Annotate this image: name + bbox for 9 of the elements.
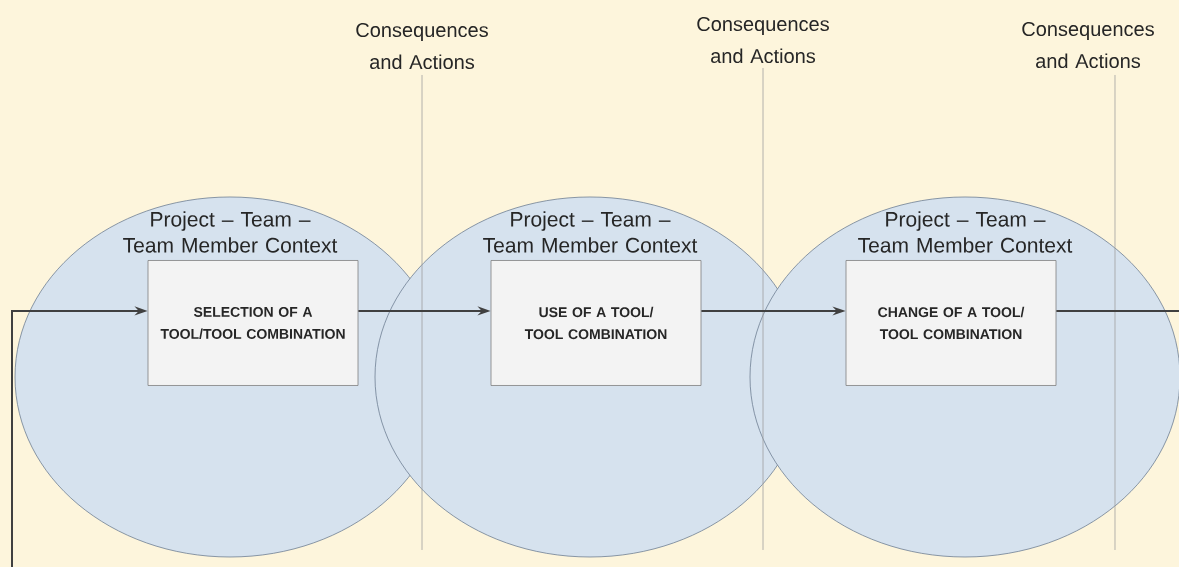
process-box: CHANGE OF A TOOL/ TOOL COMBINATION [845,260,1057,386]
node-label: Project – Team – Team Member Context [858,211,1073,253]
section-label: Consequences and Actions [356,22,488,70]
section-label: Consequences and Actions [1022,21,1154,69]
process-box: SELECTION OF A TOOL/TOOL COMBINATION [147,260,359,386]
process-box: USE OF A TOOL/ TOOL COMBINATION [490,260,702,386]
section-label: Consequences and Actions [697,16,829,64]
node-label: Project – Team – Team Member Context [483,211,698,253]
node-label: Project – Team – Team Member Context [123,211,338,253]
